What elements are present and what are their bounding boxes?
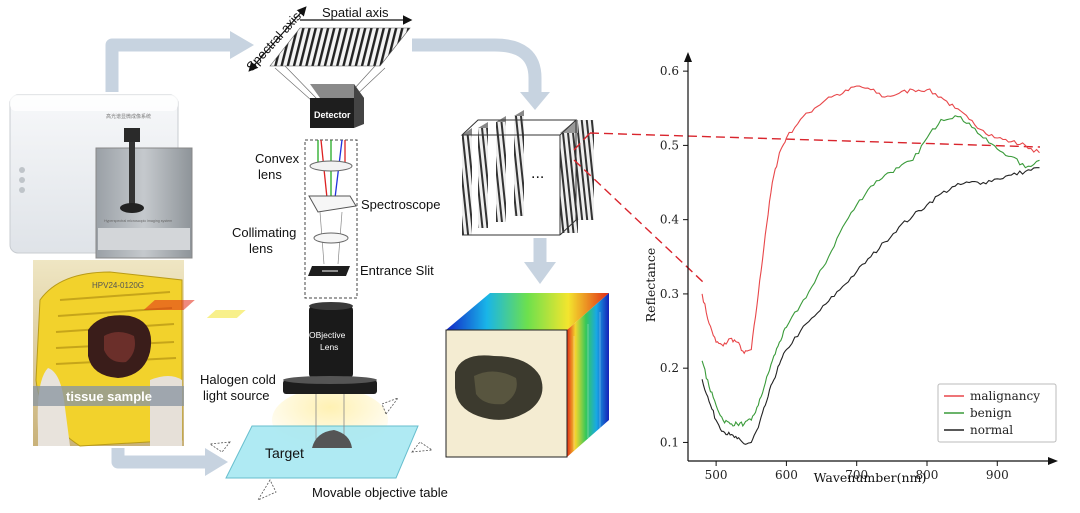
target-sample: [312, 430, 352, 448]
tissue-photo: HPV24-0120G tissue sample: [33, 260, 184, 447]
series-line-malignancy: [701, 85, 1040, 355]
convex-lens: [309, 160, 353, 172]
heatmap-cube: [143, 293, 609, 458]
y-tick-label: 0.5: [660, 138, 679, 152]
device-panel-text-2: Hyperspectral microscopic imaging system: [104, 219, 172, 223]
legend-label-malignancy: malignancy: [970, 389, 1040, 403]
arrow-spectrum-to-cube: [412, 38, 542, 92]
legend-label-normal: normal: [970, 423, 1013, 437]
collimating-lens-label-2: lens: [249, 241, 273, 256]
tissue-sample-caption: tissue sample: [66, 389, 152, 404]
cube-outline: [460, 119, 578, 236]
y-tick-label: 0.1: [660, 435, 679, 449]
target-label: Target: [265, 445, 304, 461]
halogen-label-2: light source: [203, 388, 269, 403]
series-line-normal: [701, 167, 1040, 445]
cassette-print: HPV24-0120G: [92, 281, 144, 290]
collimating-lens-label-1: Collimating: [232, 225, 296, 240]
optical-train: Detector Convex lens Spectroscope Collim…: [200, 84, 448, 501]
device-panel-text: 高光谱显微成像系统: [106, 113, 151, 120]
x-tick-label: 700: [845, 468, 868, 482]
data-cube: ...: [460, 110, 1041, 283]
movable-table-label: Movable objective table: [312, 485, 448, 500]
halogen-ring: [283, 380, 377, 394]
cube-ellipsis: ...: [531, 165, 544, 182]
flow-arrowheads: [205, 31, 556, 476]
y-tick-label: 0.3: [660, 287, 679, 301]
objective-lens: [309, 306, 353, 378]
halogen-label-1: Halogen cold: [200, 372, 276, 387]
objective-label-1: OBjective: [309, 330, 346, 340]
x-tick-label: 800: [916, 468, 939, 482]
entrance-slit-label: Entrance Slit: [360, 263, 434, 278]
arrow-device-to-optics: [105, 38, 230, 92]
y-tick-label: 0.6: [660, 64, 679, 78]
y-axis-title: Reflectance: [643, 248, 658, 322]
cube-slices: [462, 110, 594, 235]
x-axis-title: Wavenumber(nm): [814, 470, 927, 485]
x-tick-label: 500: [705, 468, 728, 482]
spatial-axis-label: Spatial axis: [322, 5, 389, 20]
hyperspectral-device: 高光谱显微成像系统 Hyperspectral microscopic imag…: [9, 94, 193, 259]
objective-label-2: Lens: [320, 342, 338, 352]
collimating-lens: [313, 232, 349, 244]
spectroscope-label: Spectroscope: [361, 197, 441, 212]
legend-label-benign: benign: [970, 406, 1012, 420]
x-tick-label: 900: [986, 468, 1009, 482]
convex-lens-label-1: Convex: [255, 151, 300, 166]
movable-table: [225, 425, 419, 479]
movable-table-arrows: [208, 397, 434, 501]
detector-label: Detector: [314, 110, 351, 120]
legend: malignancy benign normal: [937, 383, 1057, 443]
y-tick-label: 0.2: [660, 361, 679, 375]
arrow-photo-to-table: [111, 448, 205, 469]
y-tick-label: 0.4: [660, 213, 679, 227]
series-line-benign: [701, 115, 1040, 428]
flow-arrows: [105, 38, 547, 469]
convex-lens-label-2: lens: [258, 167, 282, 182]
spectroscope-prism: [308, 195, 357, 213]
cube-zoom-lines: [573, 132, 1041, 283]
spectral-chart: 0.1 0.2 0.3 0.4 0.5 0.6 500 600 700 800 900 Refle…: [643, 52, 1058, 485]
x-tick-label: 600: [775, 468, 798, 482]
